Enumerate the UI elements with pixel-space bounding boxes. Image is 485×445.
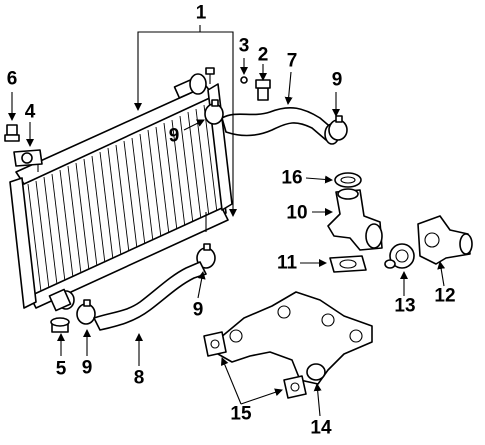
callout-16: 16 — [281, 168, 302, 189]
passage-gasket-right — [283, 375, 307, 399]
water-outlet — [327, 188, 383, 251]
lower-radiator-hose — [93, 261, 207, 331]
leader-lines — [8, 25, 446, 417]
callout-4: 4 — [25, 102, 36, 123]
outlet-gasket — [329, 255, 367, 273]
callout-8: 8 — [134, 368, 145, 389]
callout-14: 14 — [310, 418, 332, 439]
callout-2: 2 — [258, 45, 269, 66]
passage-gasket-left — [203, 331, 227, 357]
hose-clamp-upper-right — [328, 115, 348, 141]
water-passage — [217, 291, 373, 385]
coolant-sensor — [255, 79, 271, 101]
callout-9-lower-right: 9 — [193, 300, 204, 321]
callout-9-upper-left: 9 — [169, 126, 180, 147]
callout-labels: 1 2 3 4 5 6 7 8 9 9 9 9 10 11 12 13 14 1… — [7, 3, 456, 439]
callout-5: 5 — [56, 359, 67, 380]
radiator-core-fins — [27, 104, 219, 301]
radiator-cap — [50, 317, 70, 333]
hose-clamp-upper-left — [204, 99, 224, 125]
fan-switch — [4, 124, 20, 142]
thermostat-housing — [417, 215, 473, 265]
callout-3: 3 — [239, 36, 250, 57]
callout-1: 1 — [196, 3, 207, 24]
callout-7: 7 — [287, 51, 298, 72]
callout-6: 6 — [7, 69, 18, 90]
thermostat — [384, 243, 415, 269]
callout-13: 13 — [394, 296, 415, 317]
callout-9-lower-left: 9 — [82, 358, 93, 379]
hose-clamp-lower-right — [196, 243, 216, 269]
radiator — [9, 67, 233, 312]
callout-12: 12 — [434, 286, 455, 307]
callout-11: 11 — [277, 253, 298, 274]
callout-9-upper-right: 9 — [332, 70, 343, 91]
hose-clamp-lower-left — [76, 299, 96, 325]
upper-radiator-hose — [221, 106, 340, 145]
sensor-washer — [240, 76, 248, 84]
callout-15: 15 — [230, 404, 252, 425]
thermostat-cap — [334, 172, 362, 188]
callout-10: 10 — [286, 203, 307, 224]
drain-plug — [13, 149, 43, 167]
